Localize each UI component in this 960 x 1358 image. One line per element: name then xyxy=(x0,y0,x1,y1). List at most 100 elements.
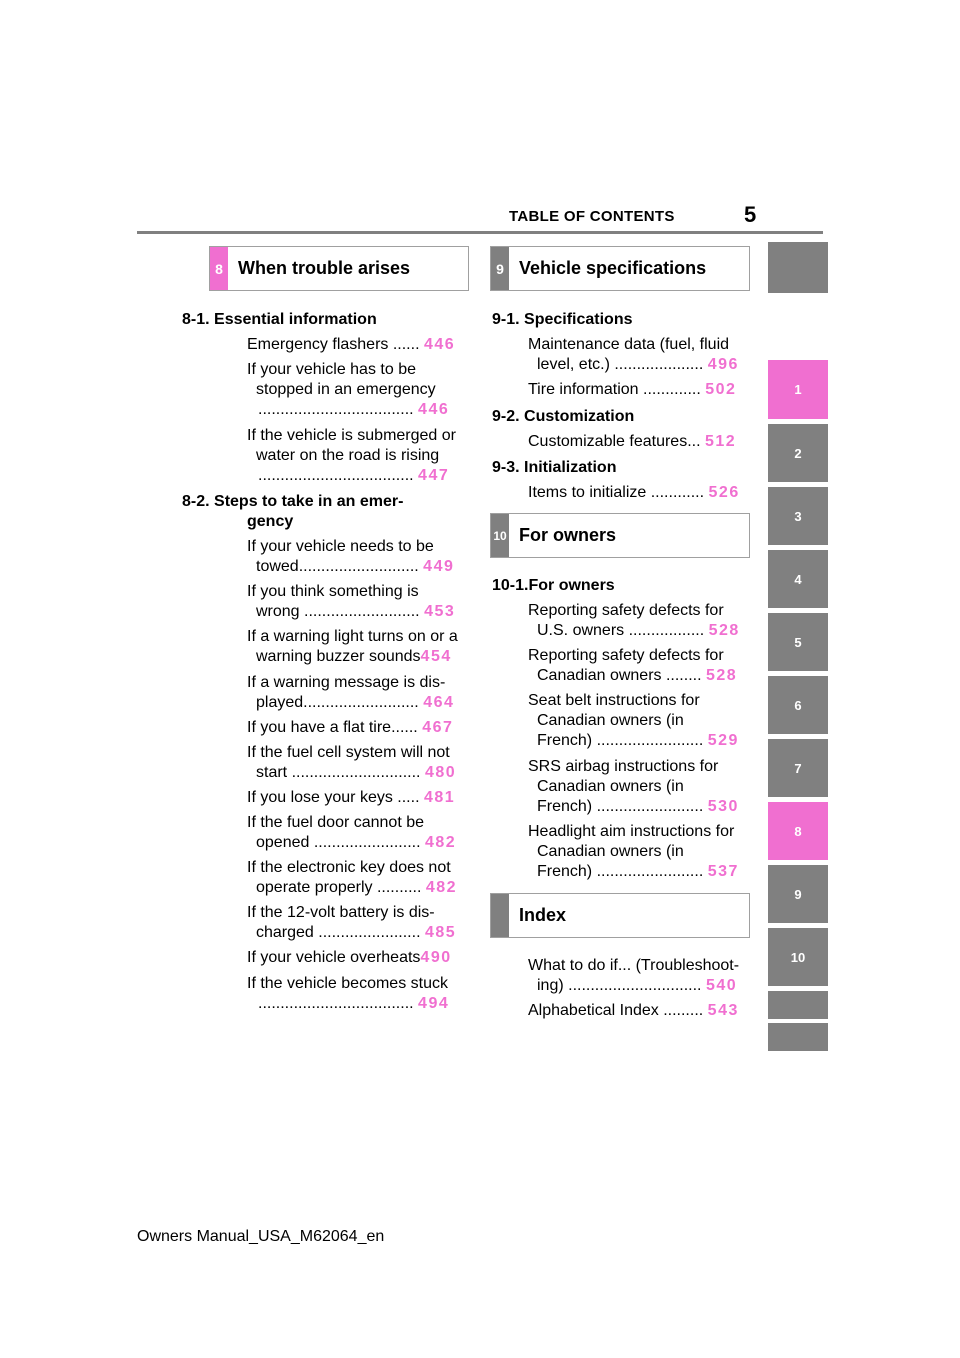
toc-page-link[interactable]: 482 xyxy=(425,879,458,896)
toc-entry-line: SRS airbag instructions for xyxy=(528,758,719,775)
toc-entry[interactable]: operate properly .......... 482 xyxy=(256,878,457,898)
chapter-tab-3[interactable]: 3 xyxy=(768,487,828,545)
toc-entry[interactable]: ................................... 447 xyxy=(258,466,449,486)
toc-entry-label: French) ........................ xyxy=(537,732,704,749)
toc-entry-label: ................................... xyxy=(258,401,414,418)
toc-entry[interactable]: warning buzzer sounds454 xyxy=(256,647,452,667)
toc-entry-line: If the fuel cell system will not xyxy=(247,744,450,761)
section-9-title: Vehicle specifications xyxy=(519,258,707,278)
toc-entry[interactable]: charged ....................... 485 xyxy=(256,923,456,943)
toc-entry-label: Emergency flashers ...... xyxy=(247,336,420,353)
toc-page-link[interactable]: 446 xyxy=(418,401,450,418)
toc-entry-label: played.......................... xyxy=(256,694,419,711)
toc-entry[interactable]: Alphabetical Index ......... 543 xyxy=(528,1001,739,1021)
section-10-tab: 10 xyxy=(491,514,509,557)
toc-page-link[interactable]: 480 xyxy=(424,764,457,781)
toc-entry[interactable]: Customizable features... 512 xyxy=(528,432,736,452)
toc-entry[interactable]: U.S. owners ................. 528 xyxy=(537,621,740,641)
section-10-header: 10 For owners xyxy=(490,513,750,558)
toc-heading: 8-1. Essential information xyxy=(182,311,377,328)
toc-page-link[interactable]: 453 xyxy=(424,603,456,620)
toc-entry[interactable]: ................................... 494 xyxy=(258,994,449,1014)
toc-entry-label: If you lose your keys ..... xyxy=(247,789,420,806)
header-rule xyxy=(137,231,823,234)
toc-page-link[interactable]: 481 xyxy=(423,789,456,806)
toc-entry-label: ................................... xyxy=(258,995,414,1012)
toc-page-link[interactable]: 449 xyxy=(423,558,455,575)
toc-entry-line: If the vehicle becomes stuck xyxy=(247,975,448,992)
toc-entry-line: Canadian owners (in xyxy=(537,843,684,860)
chapter-tab-2[interactable]: 2 xyxy=(768,424,828,482)
toc-entry[interactable]: French) ........................ 530 xyxy=(537,797,739,817)
toc-entry-label: start ............................. xyxy=(256,764,421,781)
chapter-tab-1[interactable]: 1 xyxy=(768,360,828,419)
toc-entry[interactable]: played.......................... 464 xyxy=(256,693,454,713)
chapter-tab-extra[interactable] xyxy=(768,1023,828,1051)
toc-entry-label: If your vehicle overheats xyxy=(247,949,421,966)
toc-page-link[interactable]: 537 xyxy=(707,863,739,880)
toc-heading: gency xyxy=(247,513,294,530)
chapter-tab-9[interactable]: 9 xyxy=(768,865,828,923)
header-title: TABLE OF CONTENTS xyxy=(509,208,675,225)
toc-page-link[interactable]: 454 xyxy=(420,648,452,665)
chapter-tab-10[interactable]: 10 xyxy=(768,928,828,986)
toc-entry-line: Seat belt instructions for xyxy=(528,692,700,709)
toc-page-link[interactable]: 446 xyxy=(423,336,456,353)
toc-entry-line: If the fuel door cannot be xyxy=(247,814,425,831)
toc-page-link[interactable]: 467 xyxy=(422,719,454,736)
toc-entry[interactable]: If you have a flat tire...... 467 xyxy=(247,718,453,738)
toc-entry[interactable]: French) ........................ 529 xyxy=(537,731,739,751)
toc-entry-label: operate properly .......... xyxy=(256,879,422,896)
chapter-tab-6[interactable]: 6 xyxy=(768,676,828,734)
chapter-tab-5[interactable]: 5 xyxy=(768,613,828,671)
chapter-tab-7[interactable]: 7 xyxy=(768,739,828,797)
toc-page-link[interactable]: 540 xyxy=(705,977,738,994)
toc-page-link[interactable]: 485 xyxy=(424,924,457,941)
toc-page-link[interactable]: 464 xyxy=(423,694,455,711)
toc-entry-label: ing) .............................. xyxy=(537,977,702,994)
toc-entry[interactable]: ing) .............................. 540 xyxy=(537,976,737,996)
toc-entry-line: Canadian owners (in xyxy=(537,712,684,729)
toc-entry-line: If you think something is xyxy=(247,583,419,600)
toc-entry[interactable]: Tire information ............. 502 xyxy=(528,380,736,400)
toc-entry[interactable]: towed........................... 449 xyxy=(256,557,454,577)
toc-entry-line: What to do if... (Troubleshoot- xyxy=(528,957,740,974)
toc-entry[interactable]: level, etc.) .................... 496 xyxy=(537,355,739,375)
toc-page-link[interactable]: 529 xyxy=(707,732,739,749)
toc-entry-label: towed........................... xyxy=(256,558,419,575)
chapter-tab-index[interactable] xyxy=(768,991,828,1019)
toc-page-link[interactable]: 447 xyxy=(418,467,450,484)
toc-page-link[interactable]: 482 xyxy=(424,834,457,851)
toc-page-link[interactable]: 543 xyxy=(707,1002,739,1019)
toc-entry[interactable]: ................................... 446 xyxy=(258,400,449,420)
toc-entry[interactable]: start ............................. 480 xyxy=(256,763,456,783)
chapter-tab-4[interactable]: 4 xyxy=(768,550,828,608)
toc-page-link[interactable]: 526 xyxy=(708,484,740,501)
section-10-title: For owners xyxy=(519,525,617,545)
toc-page-link[interactable]: 490 xyxy=(420,949,452,966)
toc-page-link[interactable]: 502 xyxy=(705,381,737,398)
toc-entry[interactable]: Emergency flashers ...... 446 xyxy=(247,335,455,355)
toc-entry[interactable]: Items to initialize ............ 526 xyxy=(528,483,740,503)
toc-entry[interactable]: If you lose your keys ..... 481 xyxy=(247,788,455,808)
footer-doc-id: Owners Manual_USA_M62064_en xyxy=(137,1228,385,1245)
toc-entry-line: If the vehicle is submerged or xyxy=(247,427,456,444)
toc-page-link[interactable]: 494 xyxy=(418,995,450,1012)
toc-page-link[interactable]: 528 xyxy=(705,667,738,684)
toc-entry[interactable]: If your vehicle overheats490 xyxy=(247,948,452,968)
toc-page-link[interactable]: 512 xyxy=(704,433,737,450)
toc-entry-line: Headlight aim instructions for xyxy=(528,823,735,840)
toc-page-link[interactable]: 530 xyxy=(707,798,739,815)
toc-page-link[interactable]: 528 xyxy=(708,622,740,639)
toc-entry-line: stopped in an emergency xyxy=(256,381,436,398)
chapter-tab-toc[interactable] xyxy=(768,242,828,293)
toc-entry-label: Items to initialize ............ xyxy=(528,484,705,501)
toc-entry-label: Customizable features... xyxy=(528,433,701,450)
toc-page-link[interactable]: 496 xyxy=(707,356,739,373)
toc-entry-line: Maintenance data (fuel, fluid xyxy=(528,336,730,353)
toc-entry[interactable]: opened ........................ 482 xyxy=(256,833,456,853)
toc-entry[interactable]: Canadian owners ........ 528 xyxy=(537,666,737,686)
chapter-tab-8[interactable]: 8 xyxy=(768,802,828,860)
toc-entry[interactable]: French) ........................ 537 xyxy=(537,862,739,882)
toc-entry[interactable]: wrong .......................... 453 xyxy=(256,602,455,622)
